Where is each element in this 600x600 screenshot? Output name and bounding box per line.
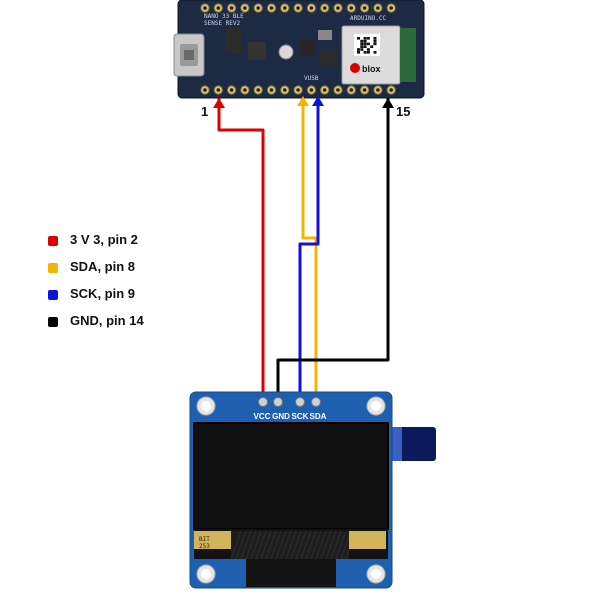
legend-label: SDA, pin 8 [70, 259, 136, 274]
sda-wire [301, 98, 318, 398]
vcc-wire [217, 98, 265, 398]
oled-pin-label-gnd: GND [272, 412, 290, 421]
arduino-board: blox NANO 33 BLE SENSE REV2 ARDUINO.CC V… [173, 0, 425, 99]
board-silkscreen-rev: SENSE REV2 [204, 20, 241, 27]
chip-component [248, 42, 266, 60]
chip-component [318, 30, 332, 40]
reset-button [278, 44, 294, 60]
legend-label: SCK, pin 9 [70, 286, 136, 301]
board-silkscreen-url: ARDUINO.CC [350, 15, 387, 22]
oled-header [258, 397, 321, 407]
legend-swatch [48, 317, 58, 327]
gnd-arrowhead [382, 98, 394, 108]
board-silkscreen-vusb: VUSB [304, 75, 319, 82]
chip-component [300, 40, 316, 56]
board-silkscreen-name: NANO 33 BLE [204, 13, 244, 20]
vcc-arrowhead [213, 98, 225, 108]
legend-label: 3 V 3, pin 2 [70, 232, 138, 247]
sck-wire [298, 98, 320, 398]
legend-label: GND, pin 14 [70, 313, 144, 328]
oled-pin-label-vcc: VCC [254, 412, 271, 421]
sda-arrowhead [297, 96, 309, 106]
arduino-pin-15-label: 15 [396, 104, 411, 119]
legend-swatch [48, 263, 58, 273]
sck-arrowhead [312, 96, 324, 106]
legend-swatch [48, 236, 58, 246]
arduino-bottom-header [200, 85, 396, 95]
usb-connector [173, 33, 205, 77]
chip-component [320, 50, 338, 66]
oled-flex-tail [246, 559, 336, 587]
oled-pin-label-sck: SCK [292, 412, 309, 421]
ublox-module: blox [341, 25, 416, 85]
oled-pin-label-sda: SDA [310, 412, 327, 421]
arduino-pin-1-label: 1 [201, 104, 209, 119]
arduino-top-header [200, 3, 396, 13]
chip-component [225, 28, 241, 54]
oled-flex-text-2: 253 [199, 543, 210, 550]
wires [213, 96, 394, 404]
oled-module: VCC GND SCK SDA BIT 253 [189, 391, 436, 589]
oled-screen [193, 422, 389, 530]
ublox-brand-label: blox [362, 64, 381, 74]
legend-swatch [48, 290, 58, 300]
oled-flex-text: BIT [199, 536, 210, 543]
gnd-wire [276, 98, 390, 398]
